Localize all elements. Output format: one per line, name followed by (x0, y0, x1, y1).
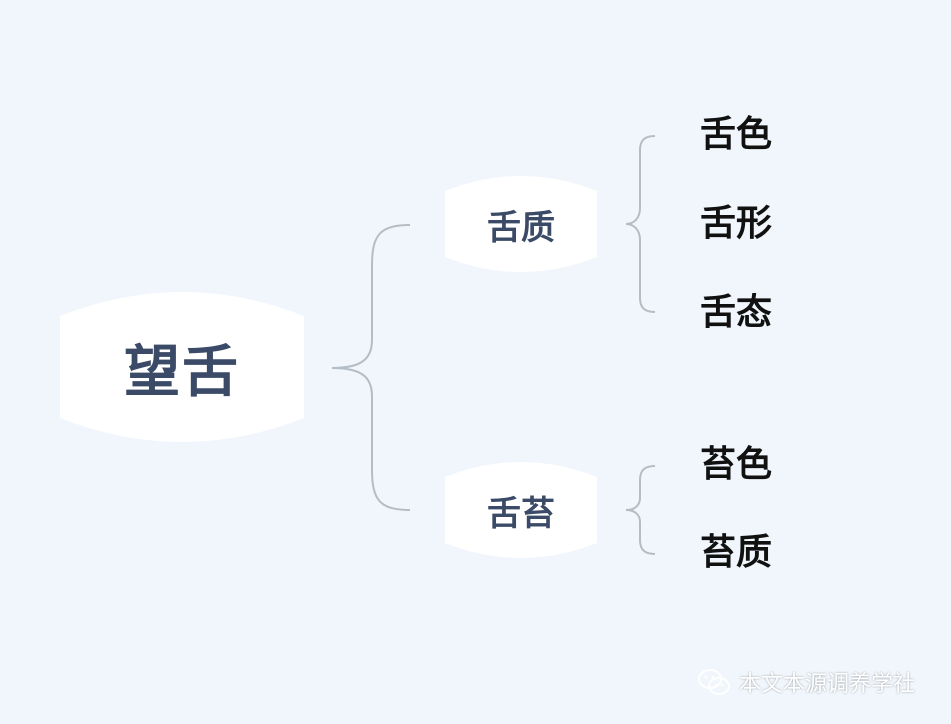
branch-node-1: 舌质 (445, 173, 597, 275)
leaf-coating-color: 苔色 (700, 444, 773, 485)
branch-node-2: 舌苔 (445, 459, 597, 561)
watermark: 本文本源调养学社 (697, 666, 915, 698)
root-node-shape (60, 292, 304, 442)
branch-node-1-shape (445, 176, 597, 272)
root-label: 望舌 (124, 339, 240, 405)
leaf-coating-quality: 苔质 (700, 532, 773, 573)
branch-label-1: 舌质 (487, 207, 555, 248)
leaf-tongue-color: 舌色 (700, 114, 773, 155)
leaf-tongue-shape: 舌形 (700, 203, 773, 244)
leaf-tongue-state: 舌态 (700, 292, 773, 333)
branch-label-2: 舌苔 (487, 493, 555, 534)
branch-1-connector (625, 135, 656, 313)
root-connector (331, 224, 411, 511)
watermark-text: 本文本源调养学社 (739, 672, 916, 697)
branch-2-connector (625, 465, 656, 555)
branch-node-2-shape (445, 462, 597, 558)
wechat-icon (698, 669, 730, 695)
root-node: 望舌 (60, 288, 304, 446)
